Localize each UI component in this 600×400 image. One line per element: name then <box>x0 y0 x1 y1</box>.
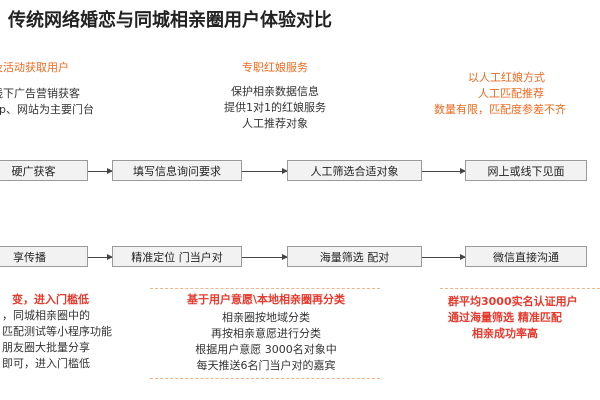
top-info-traditional-acquisition: 及活动获取用户 线下广告营销获客 pp、网站为主要门台 <box>0 60 118 118</box>
flow-step-fill-info: 填写信息询问要求 <box>112 160 242 181</box>
top-info-line: 人工匹配推荐 <box>478 87 544 100</box>
bottom-info-line: 相亲成功率高 <box>472 327 538 340</box>
flow-step-share-spread: 享传播 <box>0 246 88 267</box>
top-info-line: 人工推荐对象 <box>242 117 308 130</box>
top-info-line: 数量有限，匹配度参差不齐 <box>434 103 566 116</box>
flow-arrow <box>88 254 113 260</box>
bottom-info-line: 朋友圈大批量分享 <box>2 341 90 354</box>
top-info-line: pp、网站为主要门台 <box>0 103 94 116</box>
bottom-info-heading: 群平均3000实名认证用户 <box>448 295 578 308</box>
bottom-info-line: 即可，进入门槛低 <box>2 357 90 370</box>
bottom-info-line: 根据用户意愿 3000名对象中 <box>195 343 337 356</box>
bottom-info-line: 每天推送6名门当户对的嘉宾 <box>196 359 336 372</box>
flow-step-mass-screening: 海量筛选 配对 <box>287 246 422 267</box>
top-info-manual-matching: 以人工红娘方式 人工匹配推荐 数量有限，匹配度参差不齐 <box>430 70 600 118</box>
top-info-line: 提供1对1的红娘服务 <box>224 101 326 114</box>
flow-step-hard-ad-acquisition: 硬广获客 <box>0 160 88 181</box>
bottom-info-heading: 基于用户意愿\本地相亲圈再分类 <box>186 293 346 306</box>
page-title: 传统网络婚恋与同城相亲圈用户体验对比 <box>8 10 332 31</box>
flow-step-wechat-chat: 微信直接沟通 <box>465 246 587 267</box>
top-info-line: 线下广告营销获客 <box>0 87 80 100</box>
bracket-line <box>150 288 380 297</box>
bracket-line <box>150 378 380 380</box>
bottom-info-heading: 变，进入门槛低 <box>12 293 89 306</box>
bracket-line <box>440 288 600 290</box>
bottom-info-line: 相亲圈按地域分类 <box>222 311 310 324</box>
flow-arrow <box>242 168 288 174</box>
top-info-heading: 以人工红娘方式 <box>468 71 545 84</box>
bottom-info-classification: 基于用户意愿\本地相亲圈再分类 相亲圈按地域分类 再按相亲意愿进行分类 根据用户… <box>148 292 384 374</box>
flow-step-precise-positioning: 精准定位 门当户对 <box>112 246 242 267</box>
top-info-line: 保护相亲数据信息 <box>231 85 319 98</box>
top-info-matchmaker-service: 专职红娘服务 保护相亲数据信息 提供1对1的红娘服务 人工推荐对象 <box>190 60 360 132</box>
flow-step-online-offline-meet: 网上或线下见面 <box>465 160 587 181</box>
flow-arrow <box>242 254 288 260</box>
bottom-info-low-threshold: 变，进入门槛低 ，同城相亲圈中的 匹配测试等小程序功能 朋友圈大批量分享 即可，… <box>0 292 148 372</box>
bottom-info-line: ，同城相亲圈中的 <box>2 309 90 322</box>
flow-step-manual-screening: 人工筛选合适对象 <box>287 160 422 181</box>
bottom-info-line: 通过海量筛选 精准匹配 <box>448 311 562 324</box>
top-info-heading: 及活动获取用户 <box>0 61 69 74</box>
flow-arrow <box>88 168 113 174</box>
bottom-info-line: 再按相亲意愿进行分类 <box>211 327 321 340</box>
top-info-heading: 专职红娘服务 <box>242 61 308 74</box>
bottom-info-line: 匹配测试等小程序功能 <box>2 325 112 338</box>
flow-arrow <box>422 254 466 260</box>
bottom-info-verified-users: 群平均3000实名认证用户 通过海量筛选 精准匹配 相亲成功率高 <box>440 294 600 342</box>
flow-arrow <box>422 168 466 174</box>
